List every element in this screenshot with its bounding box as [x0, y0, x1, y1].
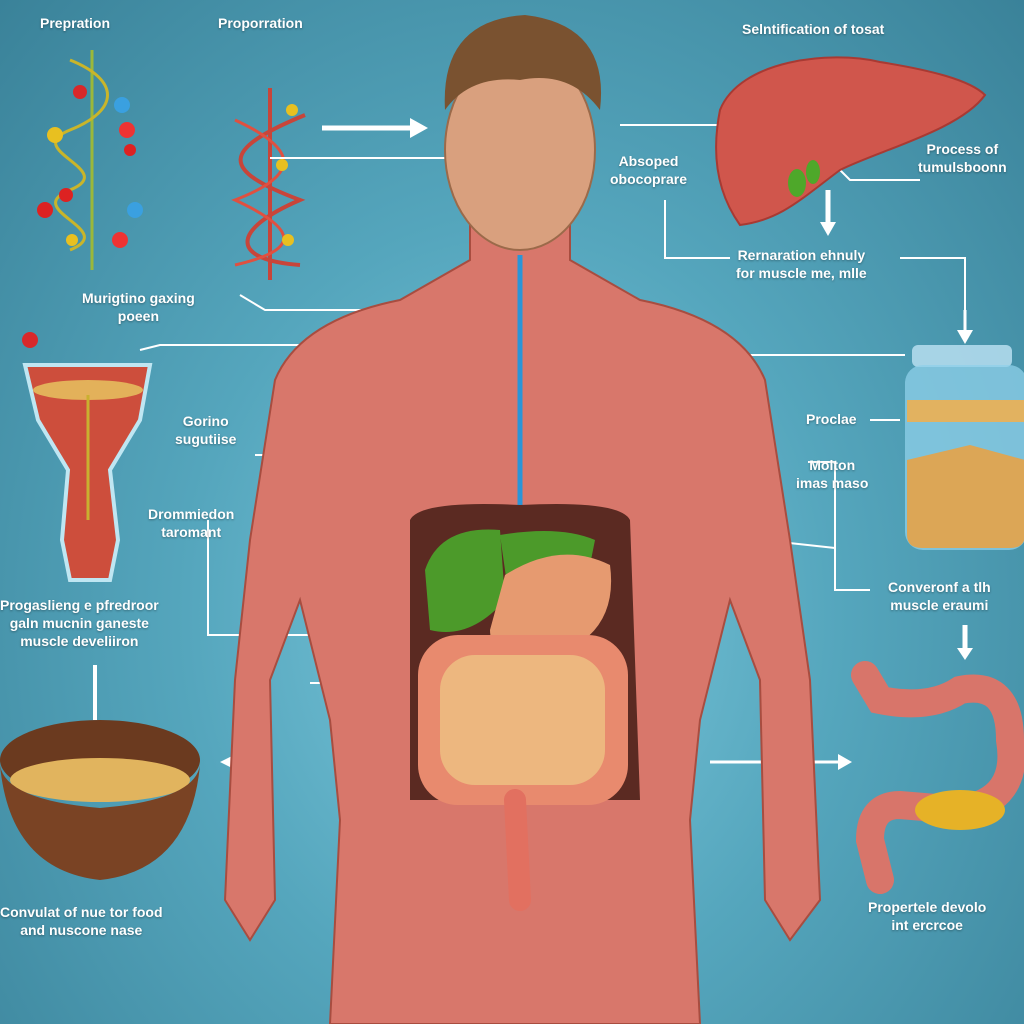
- label-converonf: Converonf a tlh muscle eraumi: [888, 579, 991, 613]
- label-progaslieng: Progaslieng e pfredroor galn mucnin gane…: [0, 597, 159, 649]
- human-body: [223, 15, 822, 1024]
- powder-jar-icon: [905, 345, 1024, 550]
- label-gorino: Gorino sugutiise: [175, 413, 237, 447]
- liver-icon: [715, 56, 987, 227]
- label-reparation: Rernaration ehnuly for muscle me, mlle: [736, 247, 867, 281]
- label-process-of: Process of tumulsboonn: [918, 141, 1007, 175]
- funnel-cup-icon: [22, 332, 153, 582]
- intestine-icon: [851, 661, 1024, 894]
- label-preparation-dna: Proporration: [218, 15, 303, 31]
- label-molton: Molton imas maso: [796, 457, 869, 491]
- label-convulat: Convulat of nue tor food and nuscone nas…: [0, 904, 163, 938]
- label-preparation-left: Prepration: [40, 15, 111, 31]
- label-liver-title: Selntification of tosat: [742, 21, 885, 37]
- label-drommiedon: Drommiedon taromant: [148, 506, 235, 540]
- bowl-icon: [0, 720, 200, 880]
- label-proclae: Proclae: [806, 411, 857, 427]
- label-propertele: Propertele devolo int ercrcoe: [868, 899, 987, 933]
- dna-double-helix-icon: [231, 88, 306, 280]
- label-absorbed: Absoped obocoprare: [610, 153, 688, 187]
- label-murigtino: Murigtino gaxing poeen: [82, 290, 195, 324]
- dna-helix-left-icon: [37, 50, 143, 270]
